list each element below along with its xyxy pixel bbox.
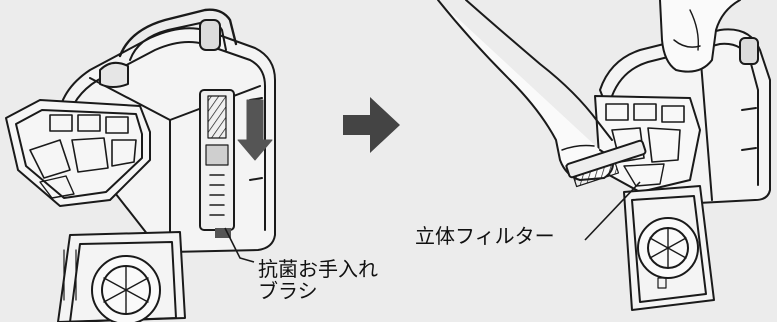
brush-label-line2: ブラシ — [258, 279, 318, 303]
brush-leader-line — [224, 227, 255, 263]
top-hand — [659, 0, 741, 73]
brush-callout: 抗菌お手入れ ブラシ — [258, 258, 378, 302]
right-illustration — [437, 0, 771, 311]
brush-label-line1: 抗菌お手入れ — [258, 257, 378, 281]
left-illustration — [5, 8, 276, 322]
open-lid-right — [623, 185, 715, 311]
arrow-down-icon — [237, 99, 273, 161]
pleated-filter-right — [594, 95, 701, 193]
filter-leader-line — [584, 181, 641, 241]
arrow-right-icon — [343, 97, 400, 153]
open-lid-left — [57, 231, 186, 322]
pleated-filter-left — [5, 99, 151, 207]
right-hand-with-brush — [437, 0, 647, 188]
antibacterial-brush-left — [199, 89, 235, 238]
filter-label: 立体フィルター — [415, 224, 555, 248]
